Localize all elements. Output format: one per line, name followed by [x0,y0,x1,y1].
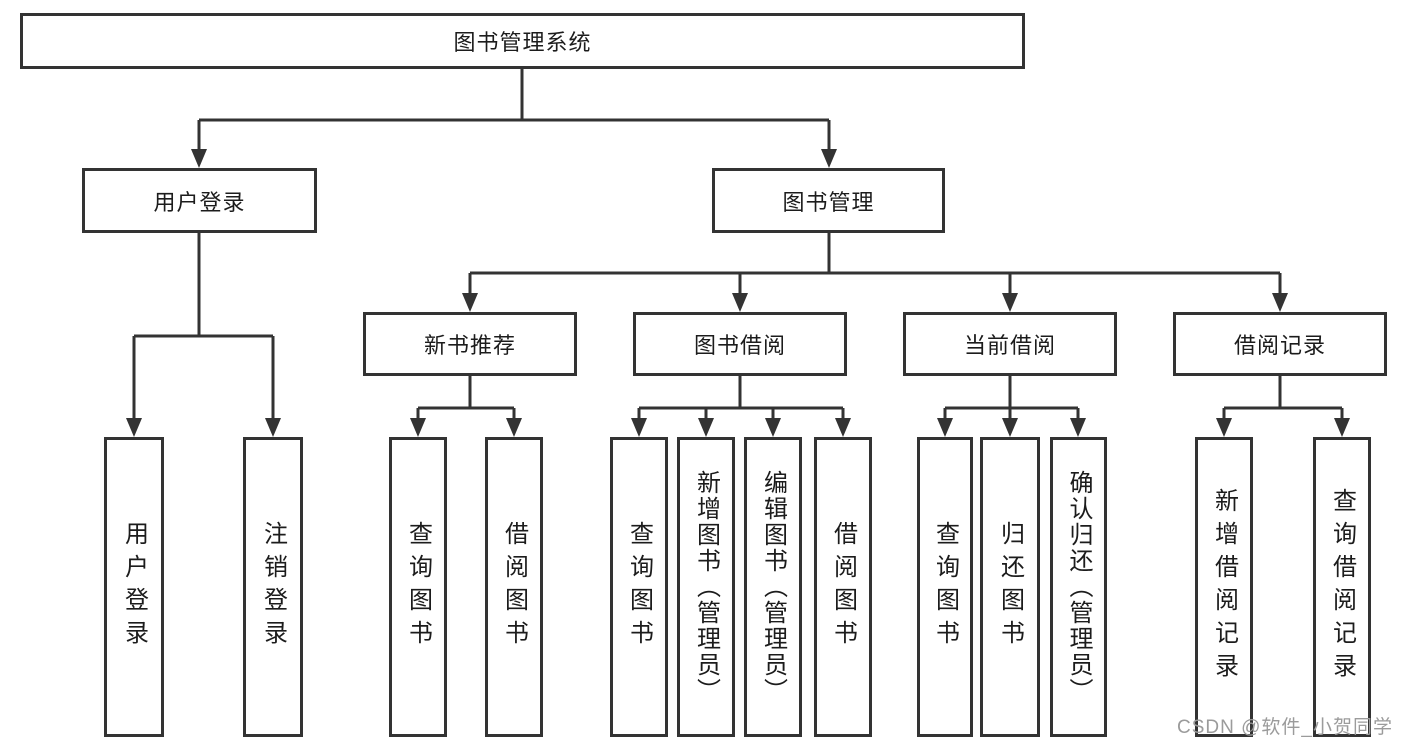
node-user-login: 用户登录 [82,168,317,233]
node-leaf-query-borrow-record: 查询借阅记录 [1313,437,1371,737]
arrow-down-icon [937,418,953,437]
node-leaf-user-login: 用户登录 [104,437,164,737]
edge-book-borrowing-split [637,376,845,422]
arrow-down-icon [1334,418,1350,437]
arrow-down-icon [265,418,281,437]
node-leaf-edit-books-admin: 编辑图书（管理员） [744,437,802,737]
csdn-watermark: CSDN @软件_小贺同学 [1177,717,1393,738]
arrow-down-icon [821,149,837,168]
node-leaf-borrow-books-2: 借阅图书 [814,437,872,737]
node-book-borrowing: 图书借阅 [633,312,847,376]
edge-new-book-recommend-split [416,376,516,422]
arrow-down-icon [191,149,207,168]
node-leaf-add-borrow-record: 新增借阅记录 [1195,437,1253,737]
arrow-down-icon [765,418,781,437]
arrow-down-icon [462,293,478,312]
arrow-down-icon [410,418,426,437]
arrow-down-icon [1272,293,1288,312]
node-root: 图书管理系统 [20,13,1025,69]
arrow-down-icon [631,418,647,437]
node-leaf-query-books-2: 查询图书 [610,437,668,737]
edge-book-management-split [468,233,1282,297]
arrow-down-icon [126,418,142,437]
arrow-down-icon [1216,418,1232,437]
node-leaf-query-books-3: 查询图书 [917,437,973,737]
node-leaf-confirm-return-admin: 确认归还（管理员） [1050,437,1107,737]
node-book-management: 图书管理 [712,168,945,233]
node-leaf-logout: 注销登录 [243,437,303,737]
arrow-down-icon [1002,293,1018,312]
arrow-down-icon [732,293,748,312]
arrowheads [126,149,1350,437]
edge-borrowing-records-split [1222,376,1344,422]
node-leaf-query-books-1: 查询图书 [389,437,447,737]
arrow-down-icon [1070,418,1086,437]
node-borrowing-records: 借阅记录 [1173,312,1387,376]
edge-root-to-level1 [197,69,831,153]
edge-current-borrowing-split [943,376,1080,422]
node-leaf-return-books: 归还图书 [980,437,1040,737]
arrow-down-icon [835,418,851,437]
node-leaf-borrow-books-1: 借阅图书 [485,437,543,737]
arrow-down-icon [1002,418,1018,437]
node-leaf-add-books-admin: 新增图书（管理员） [677,437,735,737]
edge-user-login-split [132,233,275,422]
arrow-down-icon [698,418,714,437]
node-new-book-recommend: 新书推荐 [363,312,577,376]
node-current-borrowing: 当前借阅 [903,312,1117,376]
arrow-down-icon [506,418,522,437]
